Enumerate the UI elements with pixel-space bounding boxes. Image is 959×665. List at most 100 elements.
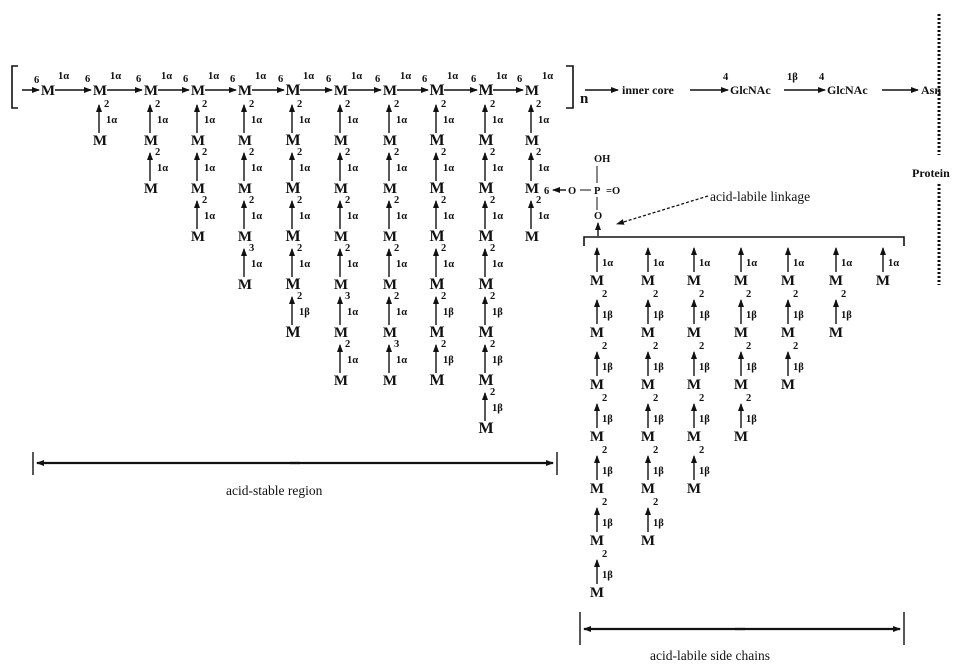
sidechain-3-pos-2: 2 [699, 289, 704, 300]
stable-branch-8-mannose-3: M [429, 228, 444, 245]
stable-branch-8-pos-6: 2 [441, 339, 446, 350]
glcnac-linkage-label: 1β [787, 72, 798, 83]
stable-branch-6-pos-1: 2 [345, 99, 350, 110]
backbone-link-pos6-9: 6 [471, 74, 476, 85]
stable-branch-3-pos-3: 2 [202, 195, 207, 206]
stable-branch-7-mannose-4: M [383, 277, 397, 293]
backbone-mannose-6: M [285, 82, 300, 99]
backbone-link-1a-9: 1α [447, 71, 458, 82]
stable-branch-6-pos-5: 3 [345, 291, 350, 302]
stable-branch-8-pos-5: 2 [441, 291, 446, 302]
backbone-mannose-11: M [525, 83, 539, 99]
stable-branch-6-mannose-4: M [334, 277, 348, 293]
sidechain-2-linkage-2: 1β [653, 310, 664, 321]
sidechain-2-mannose-1: M [641, 273, 655, 289]
stable-branch-9-pos-7: 2 [490, 387, 495, 398]
acid-labile-side-chains-label: acid-labile side chains [650, 648, 770, 663]
stable-branch-4-mannose-3: M [238, 229, 252, 245]
phosphate-o-bottom-label: O [594, 211, 602, 222]
stable-branch-8-linkage-2: 1α [443, 163, 454, 174]
stable-branch-9-pos-5: 2 [490, 291, 495, 302]
sidechain-3-pos-3: 2 [699, 341, 704, 352]
stable-branch-4-pos-3: 2 [249, 195, 254, 206]
backbone-mannose-7: M [334, 83, 348, 99]
sidechain-2-linkage-1: 1α [653, 258, 664, 269]
sidechain-6-pos-2: 2 [841, 289, 846, 300]
sidechain-4-linkage-4: 1β [746, 414, 757, 425]
stable-branch-9-pos-6: 2 [490, 339, 495, 350]
stable-branch-3-linkage-3: 1α [204, 211, 215, 222]
sidechain-2-pos-2: 2 [653, 289, 658, 300]
stable-branch-4-pos-1: 2 [249, 99, 254, 110]
stable-branch-9-linkage-6: 1β [492, 355, 503, 366]
stable-branch-6-pos-2: 2 [345, 147, 350, 158]
sidechain-5-linkage-1: 1α [793, 258, 804, 269]
phospho-branch-pos-2: 2 [536, 147, 541, 158]
backbone-link-1a-2: 1α [110, 71, 121, 82]
stable-branch-6-pos-4: 2 [345, 243, 350, 254]
stable-branch-3-linkage-2: 1α [204, 163, 215, 174]
stable-branch-7-pos-1: 2 [394, 99, 399, 110]
backbone-link-pos6-6: 6 [326, 74, 331, 85]
stable-branch-6-linkage-5: 1α [347, 307, 358, 318]
stable-branch-7-mannose-3: M [383, 229, 397, 245]
stable-branch-7-linkage-2: 1α [396, 163, 407, 174]
backbone-link-1a-3: 1α [161, 71, 172, 82]
sidechain-1-linkage-4: 1β [602, 414, 613, 425]
inner-core-label: inner core [622, 83, 675, 97]
stable-branch-8-linkage-3: 1α [443, 211, 454, 222]
stable-branch-4-mannose-2: M [238, 181, 252, 197]
sidechain-1-pos-5: 2 [602, 445, 607, 456]
sidechain-3-linkage-2: 1β [699, 310, 710, 321]
stable-branch-9-linkage-7: 1β [492, 403, 503, 414]
sidechain-1-mannose-6: M [590, 533, 604, 549]
stable-branch-7-pos-4: 2 [394, 243, 399, 254]
stable-branch-4-pos-4: 3 [249, 243, 254, 254]
sidechain-4-mannose-3: M [734, 377, 748, 393]
sidechain-1-pos-6: 2 [602, 497, 607, 508]
repeat-bracket-left [11, 65, 18, 109]
phospho-branch-linkage-2: 1α [538, 163, 549, 174]
sidechain-6-linkage-2: 1β [841, 310, 852, 321]
sidechain-4-pos-4: 2 [746, 393, 751, 404]
stable-branch-5-linkage-3: 1α [299, 211, 310, 222]
stable-branch-8-linkage-4: 1α [443, 259, 454, 270]
stable-branch-7-mannose-6: M [383, 373, 397, 389]
stable-branch-6-linkage-1: 1α [347, 115, 358, 126]
sidechain-7-linkage-1: 1α [888, 258, 899, 269]
stable-branch-5-mannose-4: M [285, 276, 300, 293]
glcnac-2-pos-label: 4 [819, 72, 825, 83]
backbone-mannose-4: M [191, 83, 205, 99]
stable-branch-6-mannose-2: M [334, 181, 348, 197]
sidechain-1-pos-7: 2 [602, 549, 607, 560]
stable-branch-7-pos-3: 2 [394, 195, 399, 206]
sidechain-4-pos-2: 2 [746, 289, 751, 300]
sidechain-1-linkage-6: 1β [602, 518, 613, 529]
sidechain-2-mannose-6: M [641, 533, 655, 549]
sidechain-2-linkage-4: 1β [653, 414, 664, 425]
stable-branch-9-linkage-4: 1α [492, 259, 503, 270]
stable-branch-7-pos-2: 2 [394, 147, 399, 158]
asn-label: Asn [921, 83, 941, 97]
backbone-link-pos6-5: 6 [278, 74, 283, 85]
stable-branch-5-pos-2: 2 [297, 147, 302, 158]
sidechain-4-mannose-2: M [734, 325, 748, 341]
stable-branch-5-linkage-4: 1α [299, 259, 310, 270]
backbone-link-pos6-3: 6 [183, 74, 188, 85]
sidechain-1-linkage-2: 1β [602, 310, 613, 321]
stable-branch-7-linkage-1: 1α [396, 115, 407, 126]
stable-branch-5-mannose-2: M [285, 180, 300, 197]
sidechain-3-mannose-3: M [687, 377, 701, 393]
backbone-link-1a-8: 1α [400, 71, 411, 82]
sidechain-6-linkage-1: 1α [841, 258, 852, 269]
sidechain-bracket [583, 236, 905, 246]
stable-branch-8-linkage-6: 1β [443, 355, 454, 366]
acid-labile-linkage-label: acid-labile linkage [710, 189, 810, 204]
stable-branch-7-mannose-5: M [383, 325, 397, 341]
backbone-link-pos6-8: 6 [422, 74, 427, 85]
stable-branch-2-pos-1: 2 [155, 99, 160, 110]
stable-branch-7-linkage-3: 1α [396, 211, 407, 222]
sidechain-4-mannose-1: M [734, 273, 748, 289]
